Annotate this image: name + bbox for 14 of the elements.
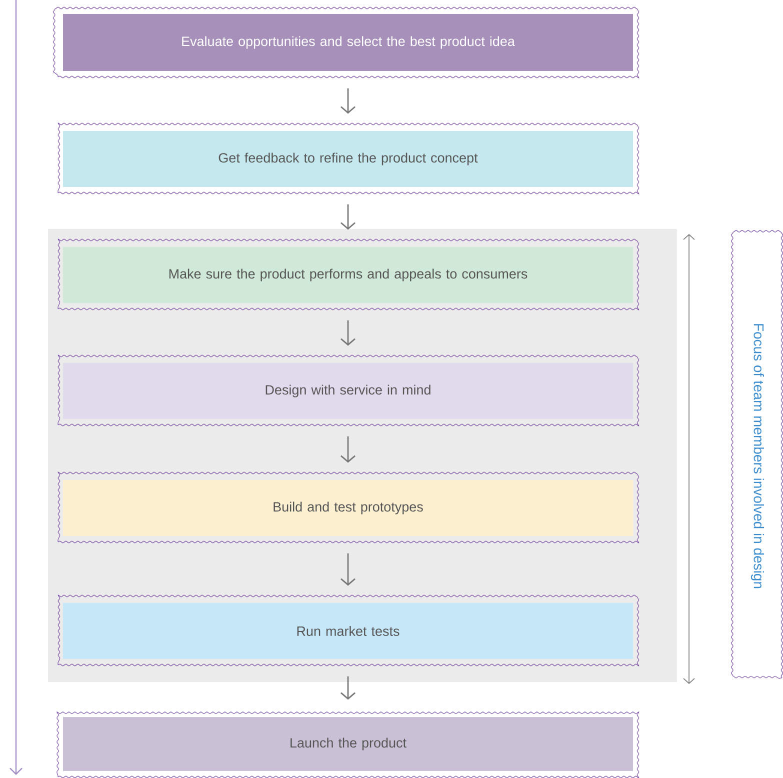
arrow [340, 320, 356, 346]
process-box: Launch the product [56, 712, 640, 778]
arrow [340, 88, 356, 114]
process-box: Run market tests [58, 594, 640, 666]
process-box: Design with service in mind [58, 354, 640, 426]
arrow [340, 204, 356, 230]
arrow [340, 436, 356, 463]
process-box: Build and test prototypes [58, 472, 640, 544]
arrow [340, 553, 356, 586]
process-box: Get feedback to refine the product concept [58, 122, 640, 194]
arrow [340, 676, 356, 700]
label-box: Focus of team members involved in design [731, 230, 783, 679]
process-box: Make sure the product performs and appeals to consumers [58, 238, 640, 310]
process-box: Evaluate opportunities and select the best product idea [52, 6, 640, 78]
